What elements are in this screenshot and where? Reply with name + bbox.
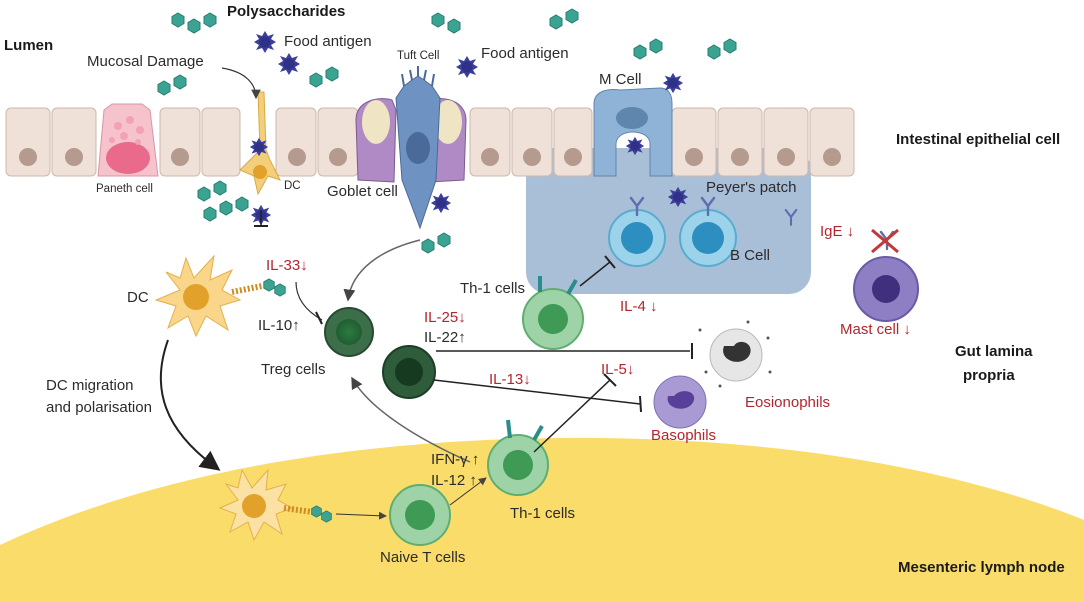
mast-cell bbox=[853, 228, 919, 322]
b-cell bbox=[608, 196, 798, 267]
basophil-cell bbox=[653, 375, 707, 429]
mast-cell-label: Mast cell ↓ bbox=[840, 321, 911, 338]
dendritic-cell-lymph bbox=[218, 468, 332, 542]
m-cell-label: M Cell bbox=[599, 71, 642, 88]
ifn-label: IFN-γ ↑ bbox=[431, 451, 479, 468]
goblet-cell bbox=[355, 98, 467, 183]
gut-lamina-label-2: propria bbox=[963, 367, 1015, 384]
food-antigen-label-1: Food antigen bbox=[284, 33, 372, 50]
basophils-label: Basophils bbox=[651, 427, 716, 444]
il25-label: IL-25↓ bbox=[424, 309, 466, 326]
peyers-patch-label: Peyer's patch bbox=[706, 179, 796, 196]
th1-upper-label: Th-1 cells bbox=[460, 280, 525, 297]
il5-label: IL-5↓ bbox=[601, 361, 634, 378]
dc-migration-label-2: and polarisation bbox=[46, 399, 152, 416]
tuft-cell-label: Tuft Cell bbox=[397, 50, 439, 62]
il22-label: IL-22↑ bbox=[424, 329, 466, 346]
treg-cell bbox=[324, 307, 436, 399]
th1-cell-lower bbox=[487, 419, 549, 496]
mesenteric-lymph-node-label: Mesenteric lymph node bbox=[898, 559, 1065, 576]
th1-lower-label: Th-1 cells bbox=[510, 505, 575, 522]
paneth-cell bbox=[97, 103, 159, 177]
intestinal-epithelial-cell-label: Intestinal epithelial cell bbox=[896, 131, 1060, 148]
dc-label: DC bbox=[127, 289, 149, 306]
th1-cell-upper bbox=[522, 276, 584, 350]
il33-label: IL-33↓ bbox=[266, 257, 308, 274]
il10-label: IL-10↑ bbox=[258, 317, 300, 334]
mucosal-damage-arrow bbox=[221, 67, 261, 100]
il4-label: IL-4 ↓ bbox=[620, 298, 658, 315]
b-cell-label: B Cell bbox=[730, 247, 770, 264]
ige-label: IgE ↓ bbox=[820, 223, 854, 240]
mucosal-damage-label: Mucosal Damage bbox=[87, 53, 204, 70]
il12-label: IL-12 ↑ bbox=[431, 472, 477, 489]
treg-cells-label: Treg cells bbox=[261, 361, 325, 378]
dc-migration-label-1: DC migration bbox=[46, 377, 134, 394]
gut-lamina-label-1: Gut lamina bbox=[955, 343, 1033, 360]
dc-small-label: DC bbox=[284, 180, 301, 192]
tuft-cell bbox=[395, 66, 441, 230]
signal-arrows bbox=[159, 210, 693, 520]
m-cell bbox=[593, 87, 673, 177]
food-antigen-label-2: Food antigen bbox=[481, 45, 569, 62]
paneth-cell-label: Paneth cell bbox=[96, 183, 153, 195]
eosinophil-cell bbox=[698, 320, 772, 388]
eosinophils-label: Eosionophils bbox=[745, 394, 830, 411]
goblet-cell-label: Goblet cell bbox=[327, 183, 398, 200]
polysaccharides-label: Polysaccharides bbox=[227, 3, 345, 20]
peyers-patch-region bbox=[526, 148, 811, 294]
naive-t-cells-label: Naive T cells bbox=[380, 549, 465, 566]
lumen-label: Lumen bbox=[4, 37, 53, 54]
dendritic-cell-lamina bbox=[154, 254, 286, 338]
naive-t-cell bbox=[389, 484, 451, 546]
epithelial-layer bbox=[5, 107, 855, 177]
lymph-node-region bbox=[0, 437, 1084, 602]
il13-label: IL-13↓ bbox=[489, 371, 531, 388]
